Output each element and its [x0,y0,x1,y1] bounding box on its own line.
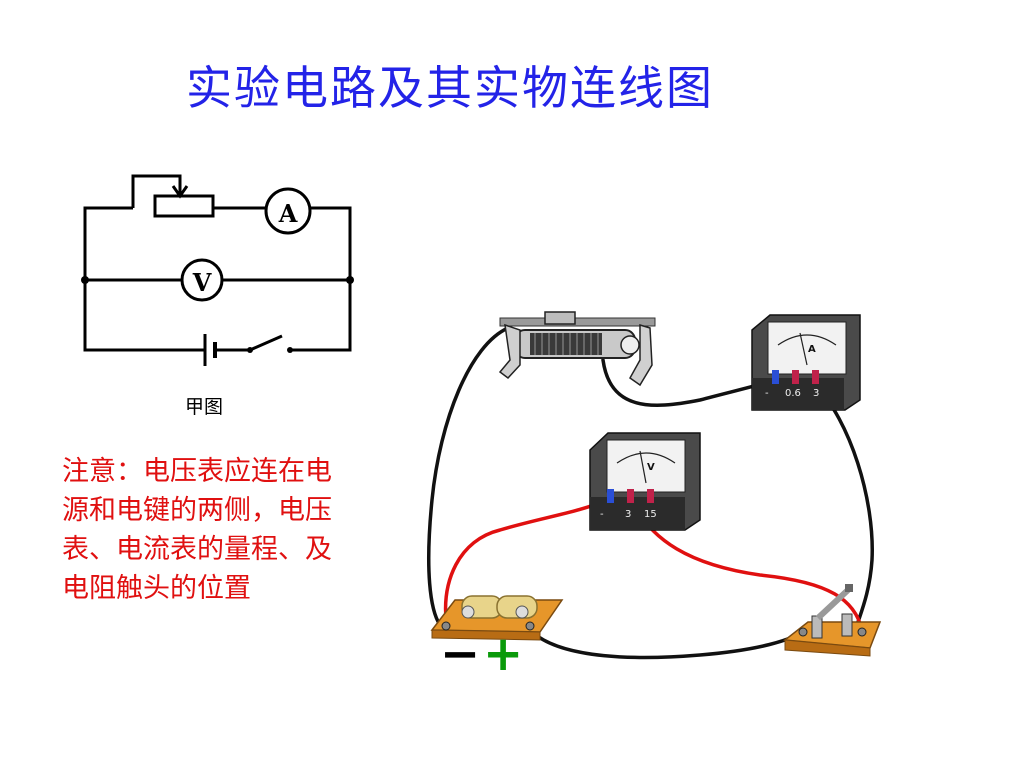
red-wire-voltmeter-switch [630,498,864,632]
battery-terminal-positive[interactable] [525,621,535,631]
battery-board-front [431,629,541,641]
voltmeter-base [590,497,685,530]
battery-clip [461,605,475,619]
voltmeter-dial-symbol: V [647,462,655,473]
voltmeter-dial [606,439,686,493]
ammeter-terminal-negative[interactable] [772,370,779,384]
battery-terminal-negative[interactable] [441,621,451,631]
voltmeter-needle [639,450,647,484]
circuit-schematic [83,174,352,366]
voltmeter-terminal-negative[interactable] [607,489,614,503]
voltmeter-terminal-3[interactable] [627,489,634,503]
switch-contact [247,347,253,353]
voltmeter-label: V [192,268,212,297]
switch-blade-physical[interactable] [815,587,851,621]
rheostat-left-leg [498,323,521,380]
voltmeter-scale-arc [616,452,676,464]
black-wire-rheostat-battery [426,326,510,627]
switch-contact [287,347,293,353]
junction-dot [346,276,354,284]
knife-switch [783,584,882,657]
switch-post [841,613,853,637]
red-wire-voltmeter-battery [443,498,609,630]
rheostat-slider-wire [131,174,182,208]
voltmeter-terminal-label: 3 [625,509,631,520]
battery-plus-sign: + [483,626,524,682]
rheostat-coil-turns [534,333,599,355]
physical-wires [426,326,874,660]
page-title: 实验电路及其实物连线图 [186,61,714,115]
voltmeter-device: V - 3 15 [589,432,701,531]
ammeter-label: A [278,199,298,228]
black-wire-rheostat-ammeter [601,358,777,407]
battery-clip [515,605,529,619]
ammeter-terminal-label: 3 [813,388,819,399]
ammeter-dial-symbol: A [808,344,816,355]
switch-terminal-right[interactable] [857,627,867,637]
diagram-caption: 甲图 [185,396,224,418]
rheostat-symbol [153,194,215,218]
switch-handle[interactable] [845,584,853,592]
switch-board-front [784,639,871,657]
rheostat-device [498,311,656,387]
ammeter-terminal-0-6[interactable] [792,370,799,384]
voltmeter-terminal-15[interactable] [647,489,654,503]
ammeter-terminal-3[interactable] [812,370,819,384]
voltmeter-symbol [180,258,224,302]
battery-holder [430,595,564,641]
junction-dot [81,276,89,284]
rheostat-arrow [171,185,189,199]
ammeter-device: A - 0.6 3 [751,314,861,411]
switch-terminal-left[interactable] [798,627,808,637]
ammeter-scale-arc [777,334,837,346]
note-text: 注意：电压表应连在电源和电键的两侧，电压表、电流表的量程、及电阻触头的位置 [62,456,332,604]
rheostat-rod [499,317,656,327]
voltmeter-terminal-label: 15 [644,509,657,520]
ammeter-dial [767,321,847,375]
black-wire-battery-switch [528,628,804,660]
ammeter-needle [799,332,808,366]
voltmeter-terminal-label: - [600,509,604,520]
switch-blade [249,334,283,352]
rheostat-slider [544,311,576,325]
ammeter-terminal-label: 0.6 [785,388,801,399]
ammeter-symbol [264,187,312,235]
battery-minus-sign: − [440,626,481,682]
black-wire-ammeter-switch [813,383,874,627]
schematic-junctions [81,276,354,353]
rheostat-right-leg [629,323,653,387]
rheostat-end-cap [620,335,640,355]
ammeter-terminal-label: - [765,388,769,399]
